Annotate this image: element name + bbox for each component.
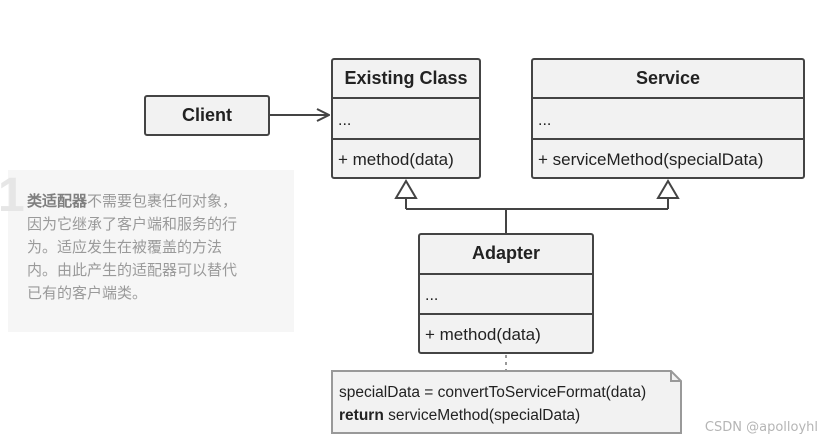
note-fold xyxy=(670,371,681,382)
adapter-name: Adapter xyxy=(472,243,540,263)
inheritance-triangle-existing xyxy=(394,179,418,199)
side-explanation-line-1: 不需要包裹任何对象， xyxy=(87,192,238,210)
note-line-1: specialData = convertToServiceFormat(dat… xyxy=(339,384,646,401)
service-frame xyxy=(531,58,805,179)
adapter-frame xyxy=(418,233,594,354)
watermark: CSDN @apolloyhl xyxy=(704,420,818,435)
note-frame xyxy=(331,370,682,434)
service-box: Service ... + serviceMethod(specialData) xyxy=(531,58,805,179)
side-explanation-line-4: 内。由此产生的适配器可以替代 xyxy=(27,261,238,279)
service-fields: ... xyxy=(538,112,551,129)
step-number: 1 xyxy=(0,169,25,222)
side-explanation-line-3: 为。适应发生在被覆盖的方法 xyxy=(27,238,223,256)
adapter-box: Adapter ... + method(data) xyxy=(418,233,594,354)
side-explanation-line-2: 因为它继承了客户端和服务的行 xyxy=(27,215,238,233)
existing-class-box: Existing Class ... + method(data) xyxy=(331,58,481,179)
service-methods: + serviceMethod(specialData) xyxy=(538,150,763,169)
existing-class-fields: ... xyxy=(338,112,351,129)
existing-class-name: Existing Class xyxy=(344,68,467,88)
inheritance-triangle-service xyxy=(656,179,680,199)
adapter-fields: ... xyxy=(425,287,438,304)
service-name: Service xyxy=(636,68,700,88)
note-box: specialData = convertToServiceFormat(dat… xyxy=(331,370,682,434)
note-return-keyword: return xyxy=(339,407,384,424)
side-explanation-line-5: 已有的客户端类。 xyxy=(27,284,148,302)
note-line-2-rest: serviceMethod(specialData) xyxy=(384,407,580,424)
existing-class-methods: + method(data) xyxy=(338,150,454,169)
side-explanation-title: 类适配器 xyxy=(27,192,88,210)
existing-class-frame xyxy=(331,58,481,179)
note-line-2: return serviceMethod(specialData) xyxy=(339,407,580,424)
adapter-methods: + method(data) xyxy=(425,325,541,344)
side-explanation-panel: 1 类适配器不需要包裹任何对象， 因为它继承了客户端和服务的行 为。适应发生在被… xyxy=(0,170,294,332)
side-explanation-text: 类适配器不需要包裹任何对象， 因为它继承了客户端和服务的行 为。适应发生在被覆盖… xyxy=(27,190,282,305)
client-box: Client xyxy=(144,95,270,136)
inheritance-connectors xyxy=(394,179,680,234)
client-label: Client xyxy=(182,105,232,125)
